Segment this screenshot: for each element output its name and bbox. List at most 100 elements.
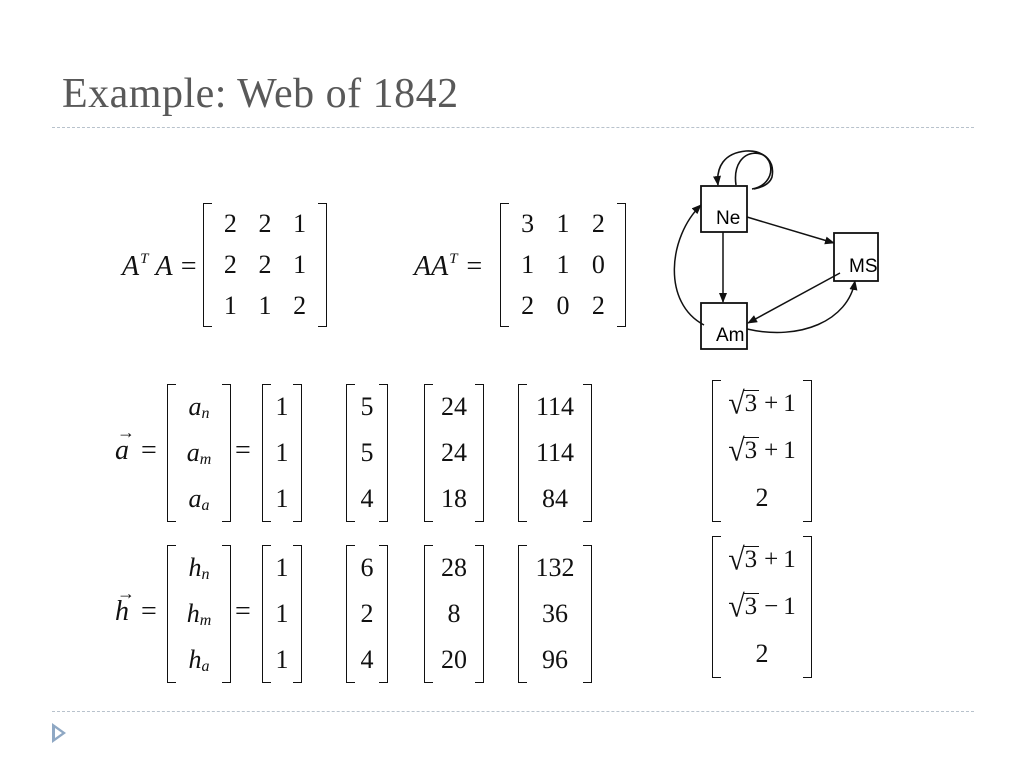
bracket-right <box>583 384 592 522</box>
web-graph: Ne MS Am <box>673 150 879 350</box>
constant: 1 <box>783 545 796 573</box>
matrix-entry: 24 <box>441 392 467 421</box>
bracket-left <box>518 384 527 522</box>
node-ms <box>833 232 879 282</box>
bracket-left <box>167 545 176 683</box>
authority-iteration-1: 1 1 1 <box>262 384 302 522</box>
matrix-entry: √3+1 <box>722 536 802 583</box>
operator: + <box>764 389 779 417</box>
matrix-entry: 1 <box>275 645 289 674</box>
bracket-right <box>475 384 484 522</box>
variable-subscript: m <box>199 612 212 629</box>
square-root-icon: √ <box>728 385 745 421</box>
bracket-right <box>583 545 592 683</box>
matrix-entry: 2 <box>223 249 237 279</box>
matrix-entry: 0 <box>556 291 570 321</box>
matrix-entry: 1 <box>293 249 307 279</box>
radicand: 3 <box>742 390 760 418</box>
matrix-entry: 2 <box>755 639 769 669</box>
bracket-right <box>222 384 231 522</box>
radicand: 3 <box>742 437 760 465</box>
matrix-entry: 1 <box>275 599 289 628</box>
slide-bullet-icon <box>52 723 66 743</box>
footer-divider <box>52 711 974 712</box>
matrix-entry: 1 <box>223 291 237 321</box>
authority-equals: = <box>235 435 251 466</box>
matrix-entry: 84 <box>542 484 568 513</box>
matrix-entry: √3−1 <box>722 583 802 630</box>
bracket-left <box>262 545 271 683</box>
matrix-entry: 96 <box>542 645 568 674</box>
matrix-entry: 1 <box>275 438 289 467</box>
constant: 1 <box>783 592 796 620</box>
node-am <box>700 302 748 350</box>
radicand: 3 <box>742 546 760 574</box>
matrix-entry: 1 <box>275 484 289 513</box>
edge-ne-ne <box>734 152 774 190</box>
hub-equals: = <box>235 596 251 627</box>
authority-iteration-2: 5 5 4 <box>346 384 388 522</box>
bracket-left <box>346 384 355 522</box>
bracket-left <box>424 384 433 522</box>
constant: 1 <box>783 436 796 464</box>
matrix-entry: √3+1 <box>722 380 802 427</box>
hub-symbol: h → = <box>115 583 157 627</box>
matrix-entry: 1 <box>258 291 272 321</box>
matrix-entry: 1 <box>521 249 535 279</box>
operator: − <box>764 592 779 620</box>
bracket-right <box>318 203 327 327</box>
operator: + <box>764 436 779 464</box>
variable-base: a <box>186 438 200 467</box>
title-divider <box>52 127 974 128</box>
matrix-entry: 4 <box>360 645 374 674</box>
matrix-entry: 1 <box>556 249 570 279</box>
slide-title: Example: Web of 1842 <box>62 71 459 117</box>
matrix-entry: 5 <box>360 438 374 467</box>
matrix-entry: 2 <box>755 483 769 513</box>
square-root-icon: √ <box>728 541 745 577</box>
matrix-entry: 132 <box>535 553 575 582</box>
matrix-entry: 2 <box>591 208 605 238</box>
matrix-entry: 1 <box>293 208 307 238</box>
matrix-entry: 2 <box>360 599 374 628</box>
variable-subscript: m <box>199 451 212 468</box>
edge-self-loop <box>713 150 772 190</box>
variable-base: a <box>188 484 202 513</box>
bracket-left <box>262 384 271 522</box>
matrix-entry: 1 <box>275 392 289 421</box>
matrix-entry: 8 <box>447 599 461 628</box>
matrix-entry: √3+1 <box>722 427 802 474</box>
matrix-entry: 4 <box>360 484 374 513</box>
bracket-left <box>167 384 176 522</box>
matrix-entry: 5 <box>360 392 374 421</box>
matrix-entry: 0 <box>591 249 605 279</box>
matrix-entry: 2 <box>521 291 535 321</box>
matrix-entry: 28 <box>441 553 467 582</box>
aat-label: AAT = <box>414 251 484 282</box>
matrix-entry: 36 <box>542 599 568 628</box>
variable-base: h <box>188 553 202 582</box>
operator: + <box>764 545 779 573</box>
matrix-entry: 6 <box>360 553 374 582</box>
node-ne-label: Ne <box>716 208 740 229</box>
matrix-entry: 1 <box>275 553 289 582</box>
node-ms-label: MS <box>849 256 878 277</box>
hub-iteration-4: 132 36 96 <box>518 545 592 683</box>
authority-symbol: a → = <box>115 422 157 466</box>
bracket-right <box>222 545 231 683</box>
matrix-entry: 2 <box>223 208 237 238</box>
bracket-right <box>475 545 484 683</box>
node-am-label: Am <box>716 325 745 346</box>
variable-subscript: a <box>201 658 210 675</box>
variable-subscript: n <box>201 405 210 422</box>
variable-subscript: n <box>201 566 210 583</box>
square-root-icon: √ <box>728 589 745 624</box>
bracket-left <box>203 203 212 327</box>
matrix-entry: 2 <box>591 291 605 321</box>
